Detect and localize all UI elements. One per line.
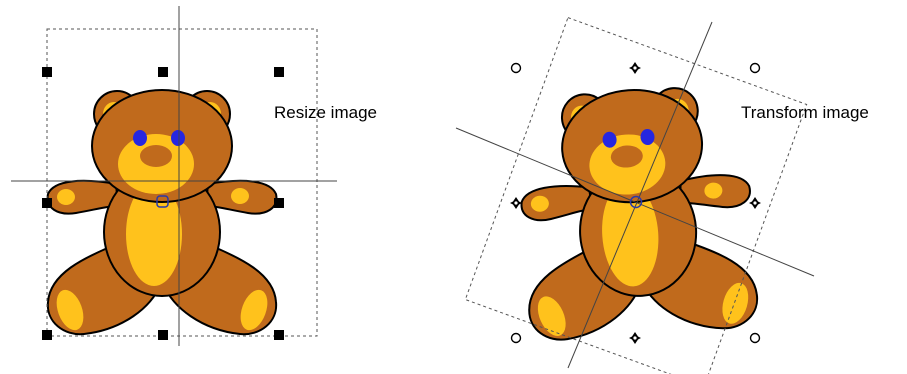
diamond-handle-icon[interactable] [629,62,641,74]
pivot-circle-icon[interactable] [629,195,643,209]
bear-image-resize[interactable] [46,89,278,336]
transform-axis-line-a [567,21,713,369]
diamond-handle-icon[interactable] [510,197,522,209]
transform-panel [455,16,815,374]
transform-image-caption: Transform image [741,103,869,122]
resize-handle-bottom-left[interactable] [42,330,52,340]
resize-handle-bottom-center[interactable] [158,330,168,340]
circle-handle-icon[interactable] [749,62,761,74]
bear-image-transform[interactable] [513,81,761,343]
diamond-handle-icon[interactable] [749,197,761,209]
resize-panel [11,6,337,346]
pivot-circle-icon[interactable] [156,195,169,208]
transform-axis-line-b [455,127,815,277]
resize-handle-middle-left[interactable] [42,198,52,208]
circle-handle-icon[interactable] [510,62,522,74]
resize-selection-box [46,28,318,337]
diamond-handle-icon[interactable] [629,332,641,344]
resize-handle-top-center[interactable] [158,67,168,77]
resize-handle-top-left[interactable] [42,67,52,77]
resize-image-caption: Resize image [274,103,377,122]
resize-handle-top-right[interactable] [274,67,284,77]
circle-handle-icon[interactable] [749,332,761,344]
circle-handle-icon[interactable] [510,332,522,344]
resize-handle-bottom-right[interactable] [274,330,284,340]
resize-handle-middle-right[interactable] [274,198,284,208]
